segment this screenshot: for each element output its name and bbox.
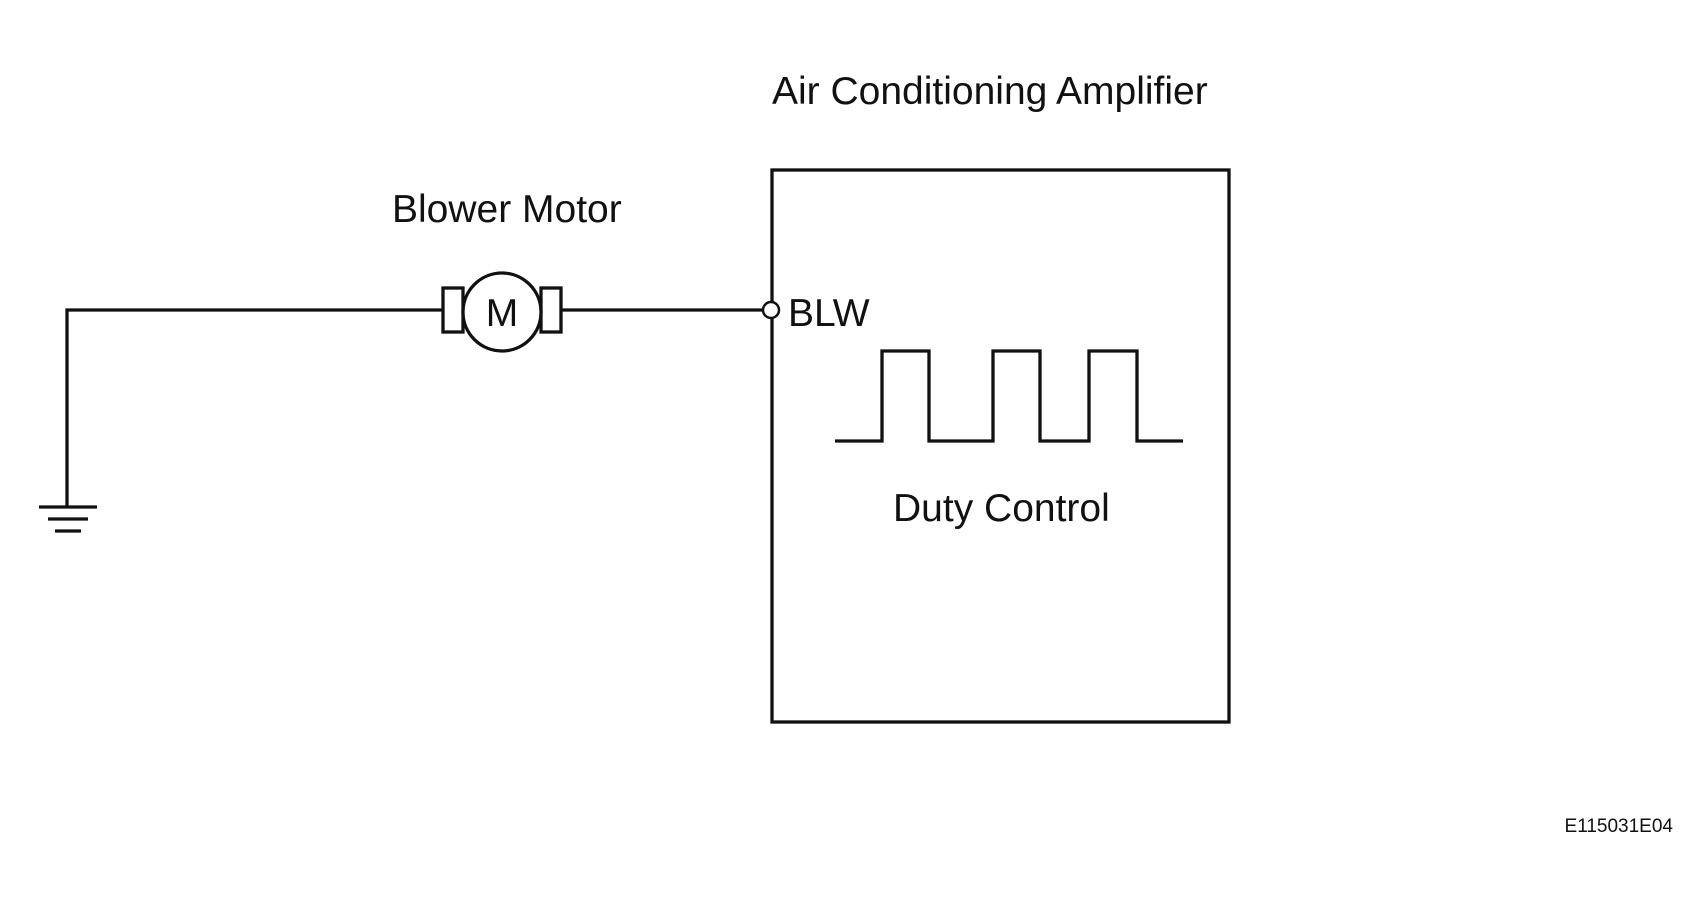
- blower-motor-symbol: M: [441, 271, 563, 353]
- ground-wire: [65, 308, 443, 507]
- signal-label: Duty Control: [893, 487, 1110, 530]
- motor-title: Blower Motor: [392, 188, 622, 231]
- figure-id: E115031E04: [1565, 816, 1674, 837]
- amplifier-box: [770, 168, 1231, 724]
- ground-symbol: [39, 505, 97, 533]
- duty-control-waveform: [835, 349, 1183, 443]
- blw-terminal: [761, 300, 781, 320]
- motor-symbol-letter: M: [486, 292, 519, 335]
- amplifier-title: Air Conditioning Amplifier: [772, 70, 1208, 113]
- terminal-label: BLW: [788, 292, 870, 335]
- motor-circle: [461, 271, 543, 353]
